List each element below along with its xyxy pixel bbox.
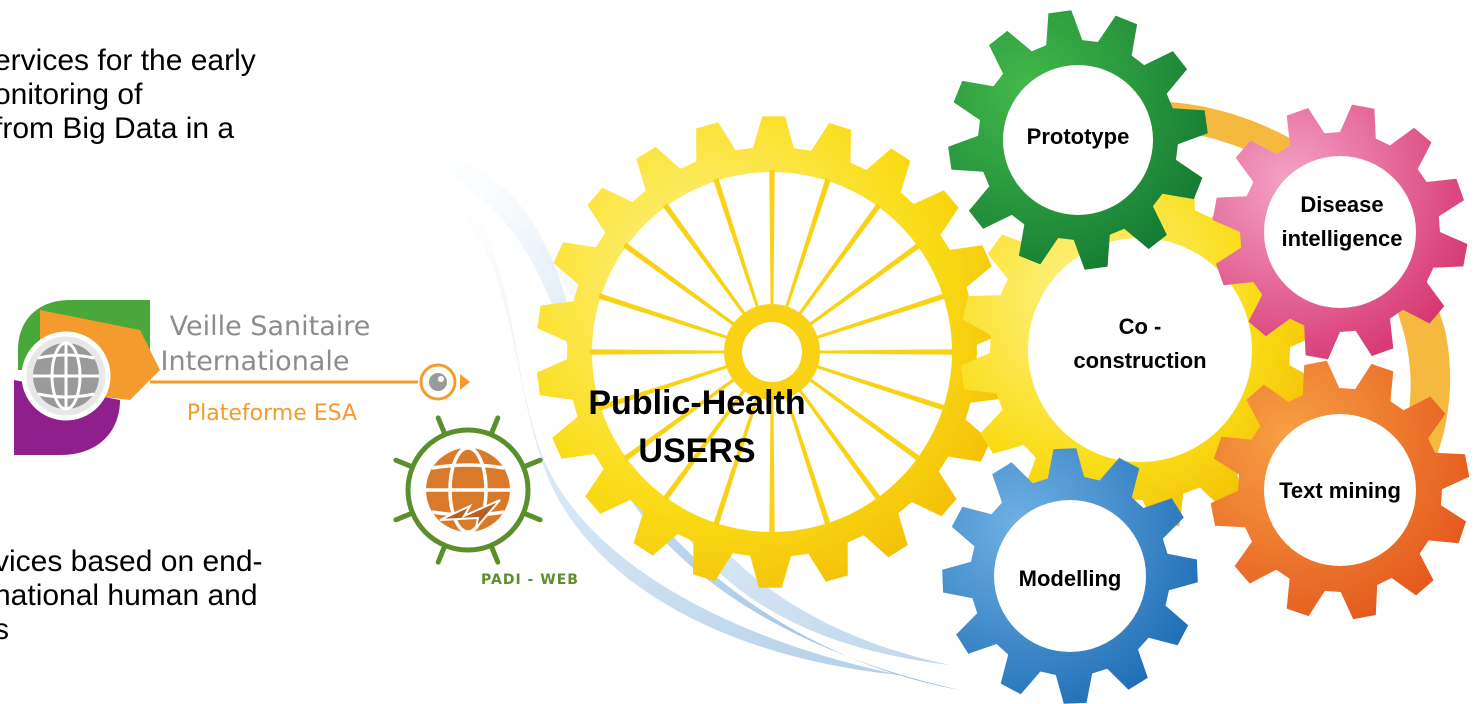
prototype-gear [948,10,1208,270]
wheel-spoke [769,392,775,534]
padi-spoke [520,457,543,470]
gear-orange-hub [1264,414,1416,566]
yellow-wheel [536,116,1008,588]
wheel-spoke [803,242,921,330]
disease-label-line-1: Disease [1300,192,1383,217]
padi-spoke [435,415,448,438]
intro-bottom-line-3: s [0,613,9,646]
esa-logo-line-1: Veille Sanitaire [170,311,371,342]
gear-pink-hub [1264,156,1416,308]
intro-top-line-2: onitoring of [0,78,143,111]
wheel-spoke [809,363,946,411]
intro-bottom-line-1: vices based on end- [0,545,263,578]
disease-intelligence-gear [1212,104,1468,360]
wheel-spoke [713,389,761,526]
padi-spoke [393,457,416,470]
intro-top-line-3: from Big Data in a [0,112,235,145]
padi-spoke [488,415,501,438]
wheel-spoke [812,349,954,355]
esa-logo-line-2: Internationale [161,346,350,377]
padi-spoke [393,510,416,523]
textmining-label: Text mining [1279,478,1401,503]
coconstruction-label-line-2: construction [1073,348,1206,373]
wheel-spoke [598,363,735,411]
wheel-spoke [794,203,882,321]
eye-icon [419,363,457,401]
wheel-spoke [809,293,946,341]
wheel-spoke [623,374,741,462]
wheel-spoke [794,383,882,501]
center-label-line-2: USERS [638,432,755,470]
esa-logo-line-3: Plateforme ESA [187,401,357,426]
intro-text-top: ervices for the early onitoring of from … [0,44,256,146]
coconstruction-label-line-1: Co - [1119,314,1162,339]
wheel-spoke [590,349,732,355]
wheel-spoke [783,178,831,315]
padi-web-logo: PADI - WEB [393,415,579,588]
wheel-spoke [598,293,735,341]
padi-spoke [488,542,501,565]
center-label: Public-Health USERS [588,384,805,470]
wheel-spoke [769,170,775,312]
wheel-spoke [803,374,921,462]
wheel-spoke [662,383,750,501]
modelling-label: Modelling [1019,566,1122,591]
wheel-spoke [713,178,761,315]
gear-yellow-hub [1028,238,1252,462]
gear-blue-hub [994,500,1146,652]
padi-spoke [435,542,448,565]
wheel-spoke [783,389,831,526]
padi-spoke [520,510,543,523]
esa-logo: Veille Sanitaire Internationale Platefor… [14,300,470,455]
intro-bottom-line-2: national human and [0,579,258,612]
wheel-spoke [662,203,750,321]
gear-green-hub [1003,65,1153,215]
disease-label-line-2: intelligence [1281,226,1402,251]
intro-text-bottom: vices based on end- national human and s [0,545,263,647]
intro-top-line-1: ervices for the early [0,44,256,77]
prototype-label: Prototype [1027,124,1130,149]
text-mining-gear [1210,360,1470,620]
center-label-line-1: Public-Health [588,384,805,422]
wheel-hub-hole [742,322,802,382]
padi-web-label: PADI - WEB [481,572,579,588]
wheel-spoke [623,242,741,330]
modelling-gear [942,448,1198,704]
